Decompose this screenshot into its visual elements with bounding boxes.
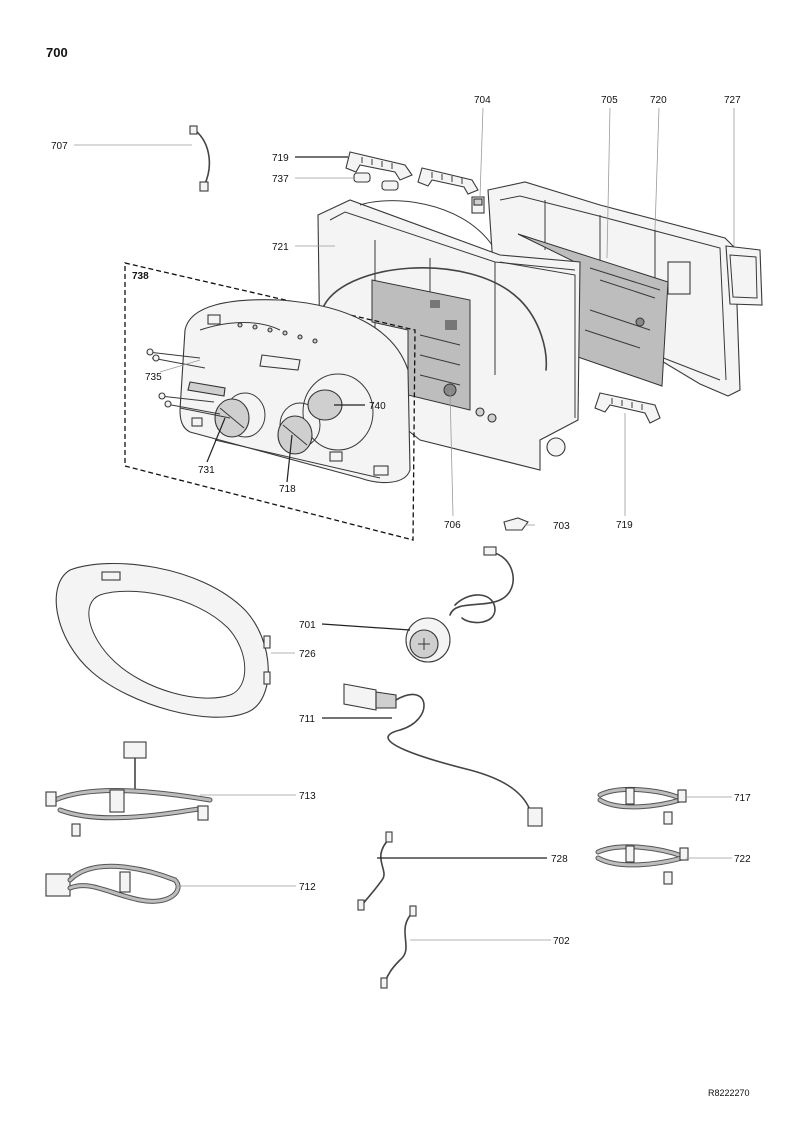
callout-740: 740 xyxy=(369,401,386,412)
reference-code: R8222270 xyxy=(708,1088,750,1098)
callout-706: 706 xyxy=(444,520,461,531)
callout-719-right: 719 xyxy=(616,520,633,531)
callout-707: 707 xyxy=(51,141,68,152)
knob-731 xyxy=(214,398,250,438)
callout-702: 702 xyxy=(553,936,570,947)
group-738-box xyxy=(124,262,416,541)
light-guides-735 xyxy=(146,348,231,419)
callout-731: 731 xyxy=(198,465,215,476)
handle-top-pair xyxy=(345,151,479,195)
callout-719-top: 719 xyxy=(272,153,289,164)
callout-722: 722 xyxy=(734,854,751,865)
callout-703: 703 xyxy=(553,521,570,532)
callout-701: 701 xyxy=(299,620,316,631)
thermostat-701 xyxy=(405,546,514,663)
screw-set xyxy=(475,407,497,423)
control-panel-part xyxy=(179,299,411,484)
callout-717: 717 xyxy=(734,793,751,804)
callout-720: 720 xyxy=(650,95,667,106)
cable-717 xyxy=(597,786,687,825)
callout-726: 726 xyxy=(299,649,316,660)
cable-712 xyxy=(45,863,181,904)
clip-707 xyxy=(189,125,211,192)
trim-ring-part xyxy=(55,562,271,718)
callout-711: 711 xyxy=(299,714,315,725)
callout-705: 705 xyxy=(601,95,618,106)
main-pcb-part xyxy=(517,233,669,387)
knob-718 xyxy=(277,415,313,455)
leader-lines xyxy=(74,107,735,941)
caps-part xyxy=(353,172,399,191)
callout-712: 712 xyxy=(299,882,316,893)
callout-704: 704 xyxy=(474,95,491,106)
group-738-label: 738 xyxy=(132,271,149,282)
callout-713: 713 xyxy=(299,791,316,802)
cable-722 xyxy=(595,844,689,885)
connector-704 xyxy=(471,196,485,214)
clip-703 xyxy=(503,517,529,531)
callout-718: 718 xyxy=(279,484,296,495)
wire-702 xyxy=(380,905,417,989)
callout-737: 737 xyxy=(272,174,289,185)
harness-713 xyxy=(45,741,213,837)
diagram-title: 700 xyxy=(46,45,68,60)
callout-727: 727 xyxy=(724,95,741,106)
cable-711 xyxy=(343,683,543,827)
handle-right xyxy=(594,392,661,424)
callout-735: 735 xyxy=(145,372,162,383)
wire-728 xyxy=(357,831,393,911)
callout-721: 721 xyxy=(272,242,289,253)
wire-loop xyxy=(321,266,548,371)
callout-728: 728 xyxy=(551,854,568,865)
